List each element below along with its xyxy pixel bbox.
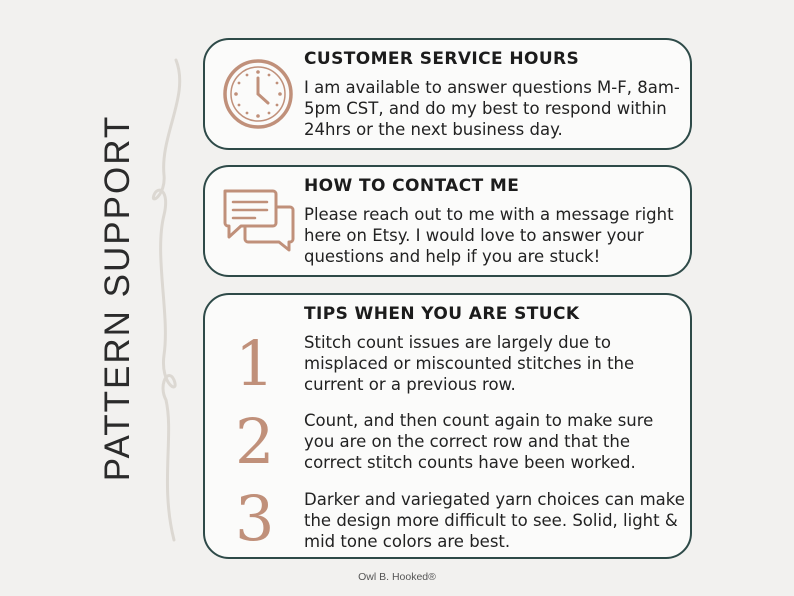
brand-footer: Owl B. Hooked® xyxy=(358,571,436,583)
tip-text-3: Darker and variegated yarn choices can m… xyxy=(304,490,685,551)
tip-text-1: Stitch count issues are largely due to m… xyxy=(304,333,635,394)
customer-service-hours-card: CUSTOMER SERVICE HOURS I am available to… xyxy=(203,38,692,150)
yarn-squiggle-decoration xyxy=(151,58,182,542)
tip-number-3: 3 xyxy=(235,482,275,555)
contact-text: Please reach out to me with a message ri… xyxy=(304,205,674,266)
hours-text: I am available to answer questions M-F, … xyxy=(304,78,680,139)
contact-heading: HOW TO CONTACT ME xyxy=(304,176,520,196)
page-side-title: PATTERN SUPPORT xyxy=(98,114,137,482)
tip-number-1: 1 xyxy=(235,327,275,400)
clock-icon xyxy=(223,59,293,129)
tips-card: TIPS WHEN YOU ARE STUCK 1 Stitch count i… xyxy=(203,293,692,559)
how-to-contact-card: HOW TO CONTACT ME Please reach out to me… xyxy=(203,165,692,277)
tip-number-2: 2 xyxy=(235,405,275,478)
hours-heading: CUSTOMER SERVICE HOURS xyxy=(304,49,580,69)
chat-bubbles-icon xyxy=(223,189,295,252)
tip-text-2: Count, and then count again to make sure… xyxy=(304,411,654,472)
tips-heading: TIPS WHEN YOU ARE STUCK xyxy=(304,304,580,324)
